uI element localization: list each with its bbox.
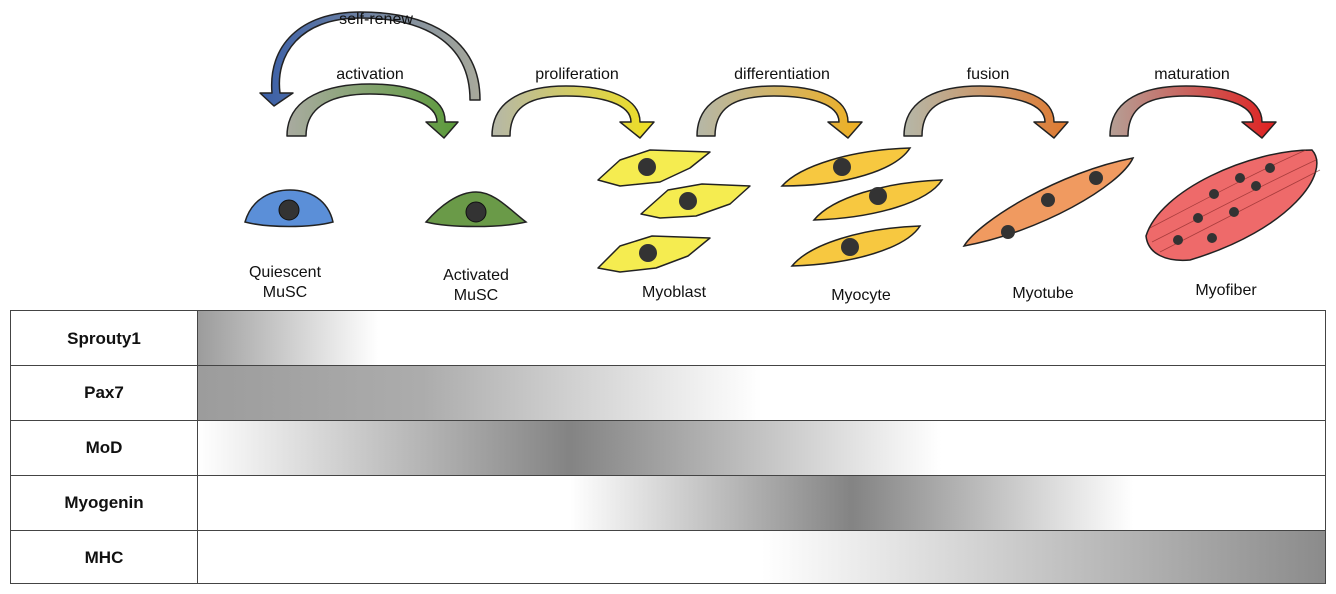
marker-label-myod: MoD xyxy=(11,421,198,475)
expression-bar-myogenin xyxy=(198,476,1325,530)
myoblast-nucleus-1 xyxy=(638,158,656,176)
myofiber-nucleus-8 xyxy=(1235,173,1245,183)
quiescent-label-line2: MuSC xyxy=(263,284,307,301)
arrow-differentiation-shape xyxy=(696,85,863,139)
cell-activated: Activated MuSC xyxy=(424,191,528,304)
myofiber-nucleus-5 xyxy=(1209,189,1219,199)
expression-gradient-mhc xyxy=(198,531,1325,584)
expression-gradient-pax7 xyxy=(198,366,1325,420)
myoblast-label: Myoblast xyxy=(642,284,707,301)
arrow-proliferation-shape xyxy=(491,85,655,139)
arrow-activation-label: activation xyxy=(336,66,404,83)
arrow-maturation: maturation xyxy=(1109,66,1277,139)
arrow-fusion: fusion xyxy=(903,66,1069,139)
activated-label-line2: MuSC xyxy=(454,287,498,304)
arrow-differentiation: differentiation xyxy=(696,66,863,139)
marker-label-pax7: Pax7 xyxy=(11,366,198,420)
marker-label-mhc: MHC xyxy=(11,531,198,584)
arrow-maturation-shape xyxy=(1109,85,1277,139)
marker-row-myogenin: Myogenin xyxy=(11,475,1325,530)
arrow-fusion-shape xyxy=(903,85,1069,139)
marker-row-sprouty1: Sprouty1 xyxy=(11,311,1325,366)
expression-table: Sprouty1 Pax7 MoD Myogenin MHC xyxy=(10,310,1326,584)
activated-label-line1: Activated xyxy=(443,267,509,284)
arrow-activation-shape xyxy=(286,83,459,139)
expression-bar-sprouty1 xyxy=(198,311,1325,366)
arrow-activation: activation xyxy=(286,66,459,139)
expression-gradient-myogenin xyxy=(198,476,1325,530)
myogenesis-diagram: self-renew activation proliferation diff… xyxy=(244,11,1321,304)
marker-label-myogenin: Myogenin xyxy=(11,476,198,530)
myofiber-nucleus-2 xyxy=(1207,233,1217,243)
myocyte-nucleus-3 xyxy=(841,238,859,256)
marker-row-myod: MoD xyxy=(11,420,1325,475)
myocyte-label: Myocyte xyxy=(831,287,891,304)
arrow-proliferation: proliferation xyxy=(491,66,655,139)
expression-bar-myod xyxy=(198,421,1325,475)
myofiber-nucleus-6 xyxy=(1251,181,1261,191)
myofiber-label: Myofiber xyxy=(1195,282,1257,299)
expression-bar-mhc xyxy=(198,531,1325,584)
myofiber-nucleus-3 xyxy=(1193,213,1203,223)
cell-myocyte: Myocyte xyxy=(780,147,944,304)
arrow-fusion-label: fusion xyxy=(967,66,1010,83)
myotube-nucleus-3 xyxy=(1089,171,1103,185)
cell-myofiber: Myofiber xyxy=(1145,149,1321,299)
myoblast-nucleus-2 xyxy=(679,192,697,210)
arrow-maturation-label: maturation xyxy=(1154,66,1230,83)
expression-gradient-myod xyxy=(198,421,1325,475)
myotube-nucleus-1 xyxy=(1001,225,1015,239)
myofiber-nucleus-7 xyxy=(1265,163,1275,173)
arrow-proliferation-label: proliferation xyxy=(535,66,619,83)
arrow-self-renew: self-renew xyxy=(259,11,481,107)
cell-myoblast: Myoblast xyxy=(597,149,751,301)
myofiber-body xyxy=(1145,149,1318,262)
myocyte-nucleus-1 xyxy=(833,158,851,176)
expression-bar-pax7 xyxy=(198,366,1325,420)
myofiber-nucleus-1 xyxy=(1173,235,1183,245)
expression-gradient-sprouty1 xyxy=(198,311,1325,366)
marker-label-sprouty1: Sprouty1 xyxy=(11,311,198,366)
quiescent-nucleus xyxy=(278,199,300,221)
quiescent-label-line1: Quiescent xyxy=(249,264,322,281)
arrow-differentiation-label: differentiation xyxy=(734,66,830,83)
myocyte-nucleus-2 xyxy=(869,187,887,205)
marker-row-mhc: MHC xyxy=(11,530,1325,584)
myotube-label: Myotube xyxy=(1012,285,1073,302)
myofiber-nucleus-4 xyxy=(1229,207,1239,217)
myotube-nucleus-2 xyxy=(1041,193,1055,207)
arrow-self-renew-shape xyxy=(259,11,481,107)
cell-quiescent: Quiescent MuSC xyxy=(244,189,334,301)
myoblast-nucleus-3 xyxy=(639,244,657,262)
marker-row-pax7: Pax7 xyxy=(11,365,1325,420)
cell-myotube: Myotube xyxy=(962,156,1135,302)
arrow-self-renew-label: self-renew xyxy=(339,11,413,28)
activated-nucleus xyxy=(465,201,487,223)
